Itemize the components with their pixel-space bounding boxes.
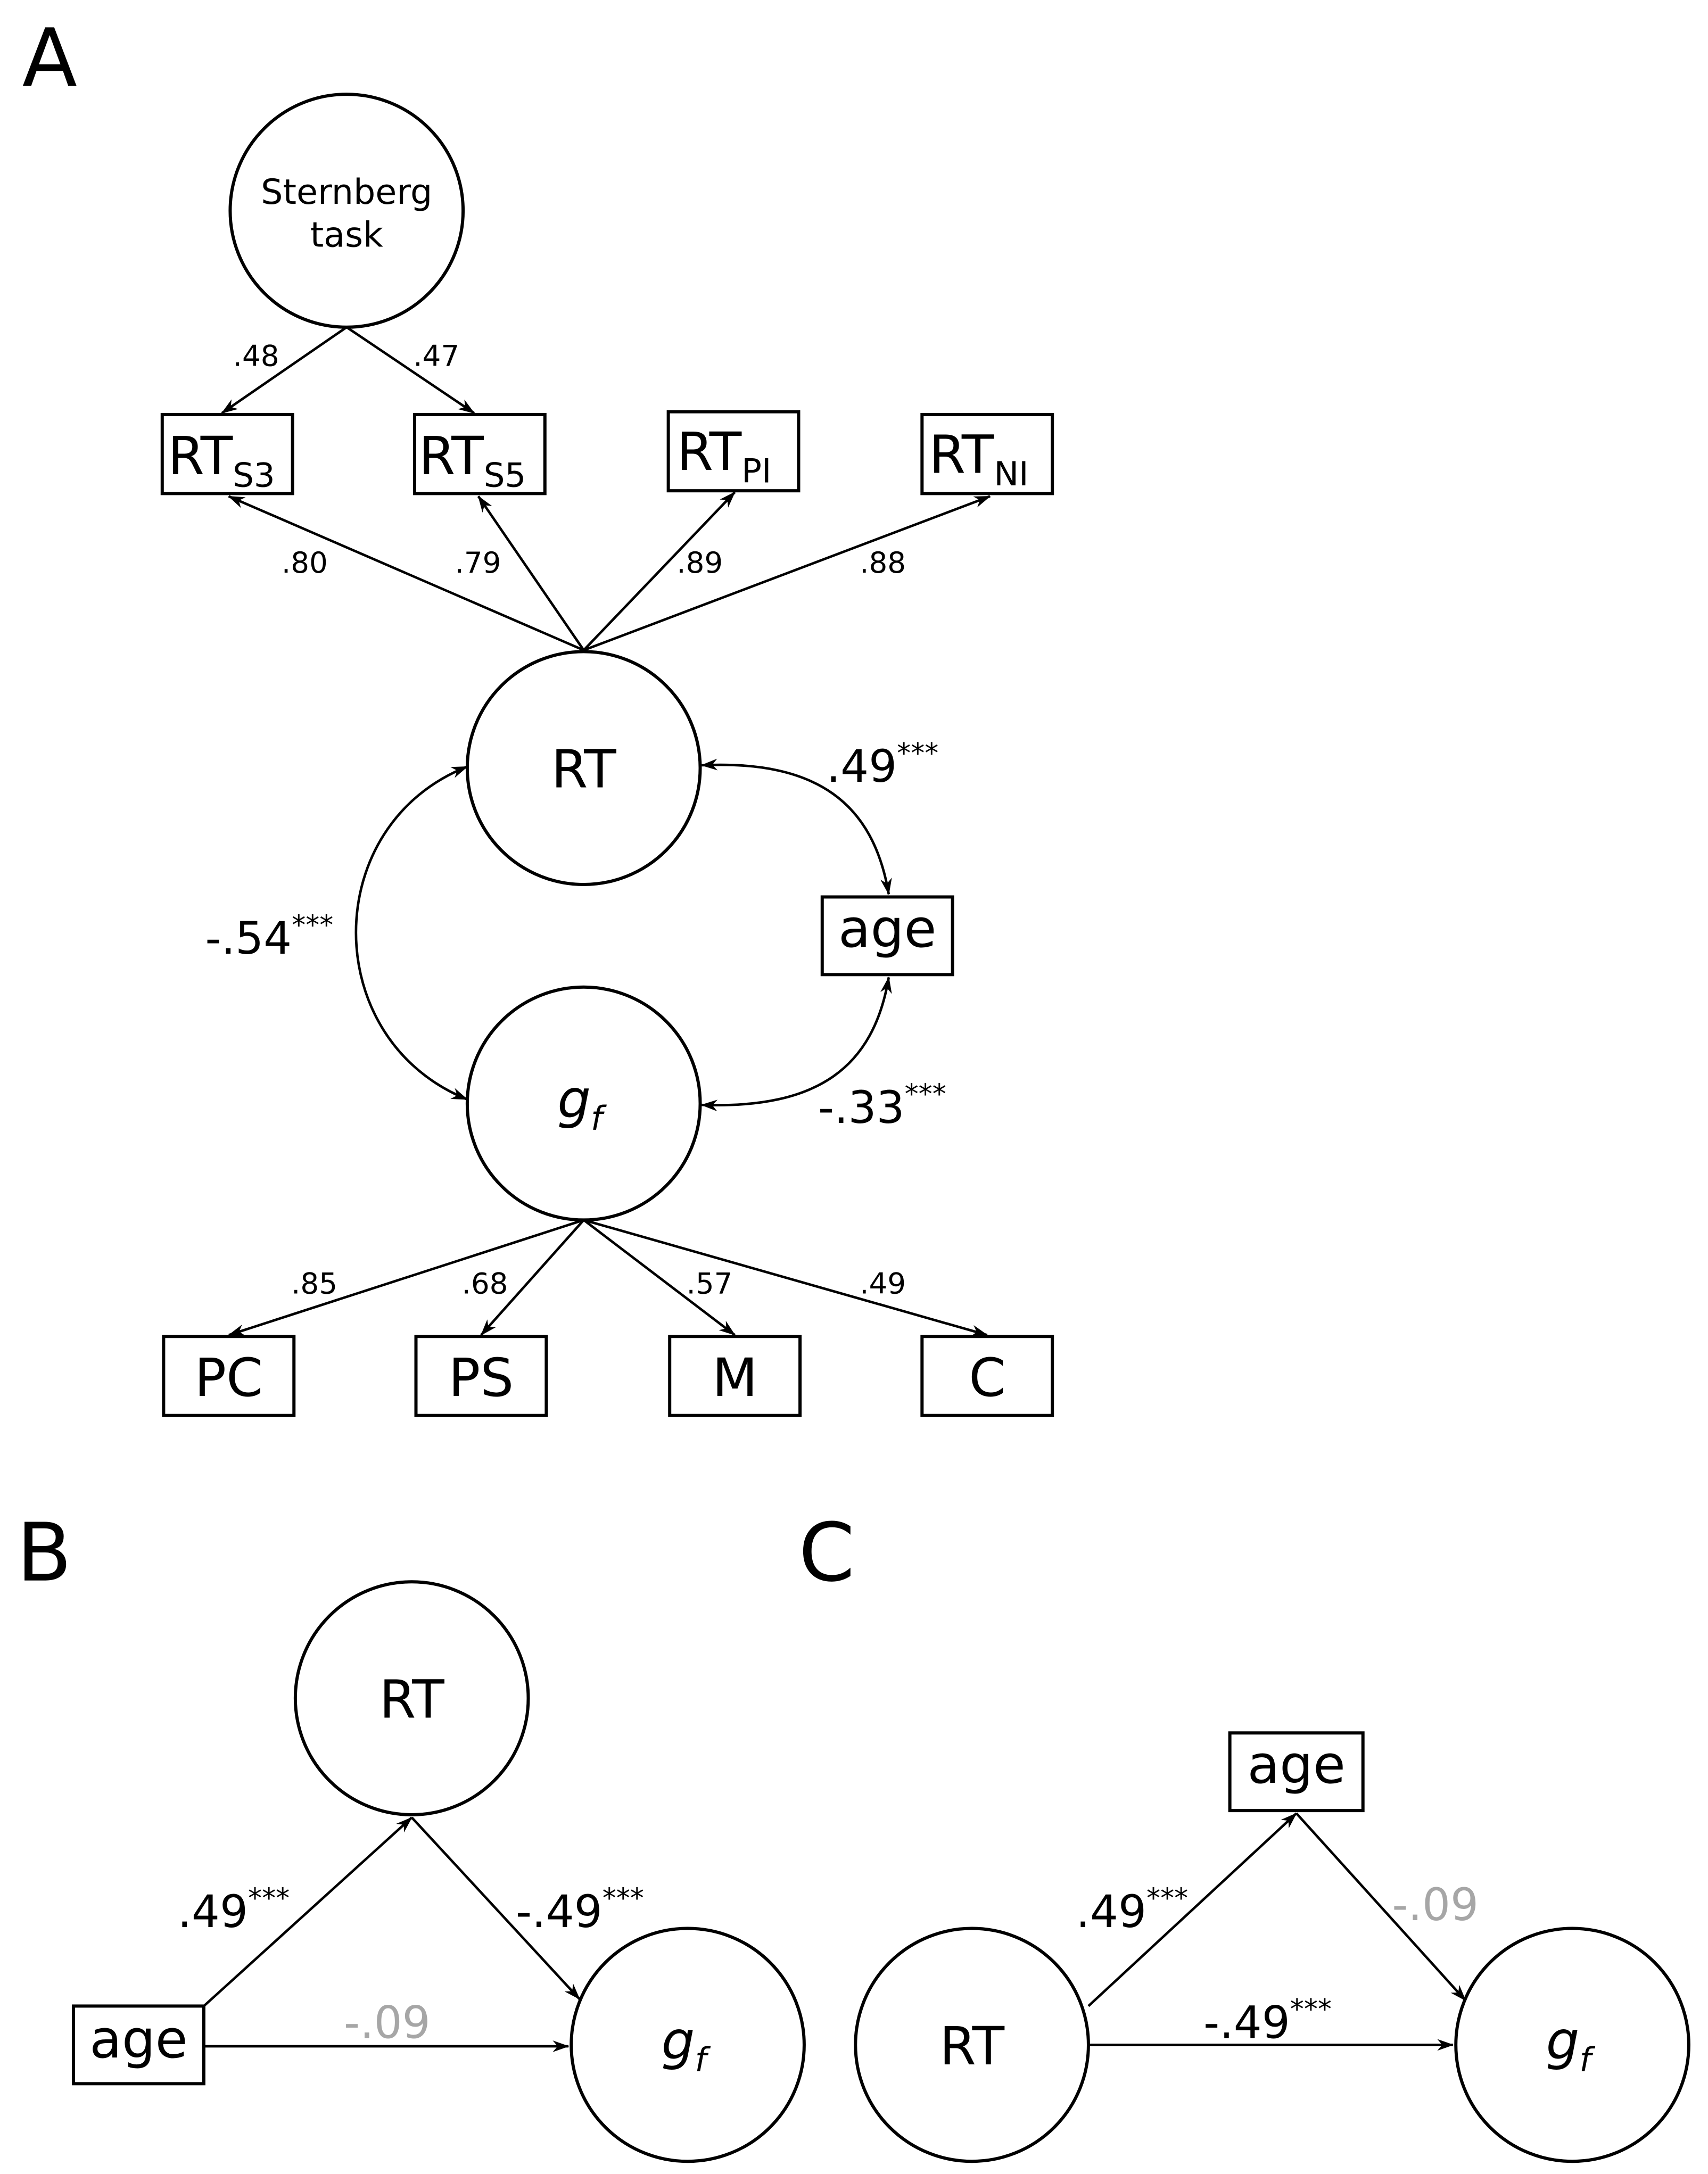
rt-s3-sub: S3: [233, 456, 275, 494]
rt-ni-sub: NI: [994, 454, 1028, 493]
rt-s5-sub: S5: [484, 456, 526, 494]
edge-rt-rts3: [228, 495, 584, 651]
sternberg-label-line1: Sternberg: [261, 172, 432, 212]
path-rt-gf-c-value: -.49: [1203, 1997, 1290, 2048]
edge-gf-m: [583, 1219, 736, 1336]
edge-age-rt-b: [203, 1816, 413, 2007]
cov-rt-gf-value: -.54: [205, 913, 292, 964]
pc-label: PC: [194, 1348, 263, 1409]
c-label: C: [969, 1348, 1005, 1409]
path-rt-gf-b-value: -.49: [516, 1886, 603, 1938]
cov-rt-age: [700, 758, 892, 895]
age-box-c: [1228, 1731, 1365, 1813]
cov-gf-age: [700, 976, 892, 1112]
path-rt-gf-c-label: -.49***: [1203, 1994, 1332, 2048]
edge-rt-rtni: [583, 495, 991, 651]
rt-pi-sub: PI: [741, 452, 771, 491]
cov-rt-age-value: .49: [827, 741, 897, 792]
rt-label-b: RT: [379, 1669, 445, 1731]
cov-gf-age-label: -.33***: [818, 1079, 946, 1134]
rt-node-b: [293, 1580, 530, 1816]
loading-gf-pc: .85: [291, 1266, 337, 1300]
panel-label-c: C: [798, 1506, 855, 1600]
loading-gf-ps: .68: [461, 1266, 508, 1300]
path-age-rt-b-label: .49***: [177, 1882, 290, 1937]
m-label: M: [712, 1348, 757, 1409]
path-rt-gf-b-label: -.49***: [516, 1882, 644, 1937]
loading-sternberg-s3: .48: [233, 339, 279, 373]
edge-sternberg-rts5: [345, 326, 475, 415]
path-rt-age-c-label: .49***: [1076, 1882, 1188, 1937]
rt-s3-label: RTS3: [168, 426, 275, 494]
edge-gf-pc: [228, 1219, 584, 1336]
rt-s3-box: [160, 412, 294, 495]
age-box-a: [820, 895, 954, 977]
rt-s5-main: RT: [419, 426, 484, 487]
rt-s5-label: RTS5: [419, 426, 526, 494]
rt-pi-box: [666, 410, 801, 493]
rt-s5-box: [412, 412, 547, 495]
path-rt-age-c-stars: ***: [1146, 1882, 1188, 1914]
path-age-rt-b-stars: ***: [248, 1882, 290, 1914]
gf-c-main: g: [1546, 2010, 1580, 2071]
age-label-a: age: [838, 898, 936, 960]
ps-label: PS: [449, 1348, 514, 1409]
path-rt-gf-c-stars: ***: [1290, 1994, 1332, 2026]
loading-rt-s3: .80: [282, 545, 328, 580]
gf-node-c: [1454, 1927, 1690, 2163]
rt-ni-box: [920, 412, 1054, 495]
edge-sternberg-rts3: [221, 326, 348, 415]
edge-gf-c: [583, 1219, 988, 1336]
cov-gf-age-stars: ***: [905, 1079, 946, 1111]
edge-rt-age-c: [1087, 1812, 1298, 2007]
loading-rt-ni: .88: [860, 545, 906, 580]
gf-node-b: [570, 1927, 806, 2163]
edge-rt-rts5: [477, 495, 585, 651]
cov-rt-gf-stars: ***: [292, 910, 333, 941]
pc-box: [162, 1335, 296, 1417]
cov-gf-age-value: -.33: [818, 1082, 905, 1134]
rt-pi-main: RT: [676, 421, 742, 483]
loading-rt-s5: .79: [455, 545, 501, 580]
panel-label-b: B: [16, 1506, 72, 1600]
path-rt-age-c-value: .49: [1076, 1886, 1146, 1938]
rt-ni-label: RTNI: [929, 424, 1028, 493]
rt-ni-main: RT: [929, 424, 994, 485]
path-age-gf-b-label: -.09: [344, 1997, 431, 2048]
rt-s3-main: RT: [168, 426, 233, 487]
path-rt-gf-b-stars: ***: [603, 1882, 644, 1914]
age-box-b: [72, 2004, 205, 2086]
rt-latent-label: RT: [551, 739, 617, 800]
cov-rt-gf-label: -.54***: [205, 910, 334, 964]
gf-main: g: [557, 1069, 591, 1130]
sternberg-label-line2: task: [310, 216, 383, 255]
loading-gf-c: .49: [860, 1266, 906, 1300]
loading-gf-m: .57: [686, 1266, 732, 1300]
c-box: [920, 1335, 1054, 1417]
ps-box: [414, 1335, 548, 1417]
loading-sternberg-s5: .47: [413, 339, 459, 373]
edge-gf-ps: [480, 1219, 585, 1336]
gf-b-main: g: [662, 2010, 695, 2071]
edge-age-gf-c: [1295, 1812, 1467, 2002]
path-age-rt-b-value: .49: [177, 1886, 248, 1938]
rt-pi-label: RTPI: [676, 421, 771, 490]
loading-rt-pi: .89: [676, 545, 723, 580]
rt-label-c: RT: [939, 2016, 1005, 2077]
path-age-gf-c-label: -.09: [1392, 1879, 1479, 1931]
panel-label-a: A: [22, 12, 77, 105]
cov-rt-age-stars: ***: [897, 738, 938, 770]
edge-rt-gf-b: [410, 1816, 581, 2001]
m-box: [668, 1335, 802, 1417]
age-label-b: age: [89, 2009, 187, 2070]
cov-rt-age-label: .49***: [827, 738, 939, 792]
age-label-c: age: [1247, 1734, 1345, 1796]
cov-rt-gf: [354, 765, 468, 1101]
edge-rt-rtpi: [583, 491, 736, 651]
